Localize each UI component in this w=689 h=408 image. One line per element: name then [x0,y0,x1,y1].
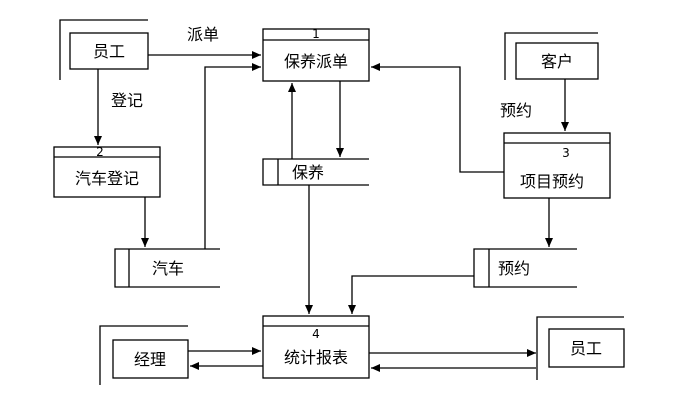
flow-reservation-store-to-report [348,275,474,314]
datastore-car: 汽车 [114,248,220,288]
entity-manager-label: 经理 [134,350,166,369]
flow-reservation-to-dispatch [371,63,504,173]
entity-customer: 客户 [504,32,599,80]
datastore-car-label: 汽车 [152,259,184,278]
entity-employee-right: 员工 [536,316,625,380]
process-4-number: 4 [312,327,320,341]
process-1-number: 1 [312,27,320,41]
process-2-number: 2 [96,145,104,159]
datastore-maintenance-label: 保养 [292,163,324,182]
process-3-number: 3 [562,146,570,160]
process-4-statistics-report: 4 统计报表 [262,315,370,379]
datastore-reservation-label: 预约 [498,259,530,278]
flow-label-register: 登记 [111,91,143,110]
entity-manager: 经理 [99,325,189,385]
flow-label-reserve: 预约 [500,101,532,120]
datastore-maintenance: 保养 [262,158,369,186]
process-2-label: 汽车登记 [75,169,139,188]
flow-label-dispatch: 派单 [187,25,219,44]
entity-customer-label: 客户 [541,52,573,71]
process-1-maintenance-dispatch: 1 保养派单 [262,27,370,82]
entity-employee-top-label: 员工 [93,42,125,61]
process-3-project-reservation: 3 项目预约 [503,132,611,199]
process-1-label: 保养派单 [284,52,348,71]
process-2-car-registration: 2 汽车登记 [53,145,161,198]
datastore-reservation: 预约 [473,248,577,288]
process-3-label: 项目预约 [520,172,584,191]
entity-employee-top: 员工 [59,19,149,80]
entity-employee-right-label: 员工 [570,339,602,358]
flow-car-to-dispatch [204,63,261,249]
process-4-label: 统计报表 [284,348,348,367]
